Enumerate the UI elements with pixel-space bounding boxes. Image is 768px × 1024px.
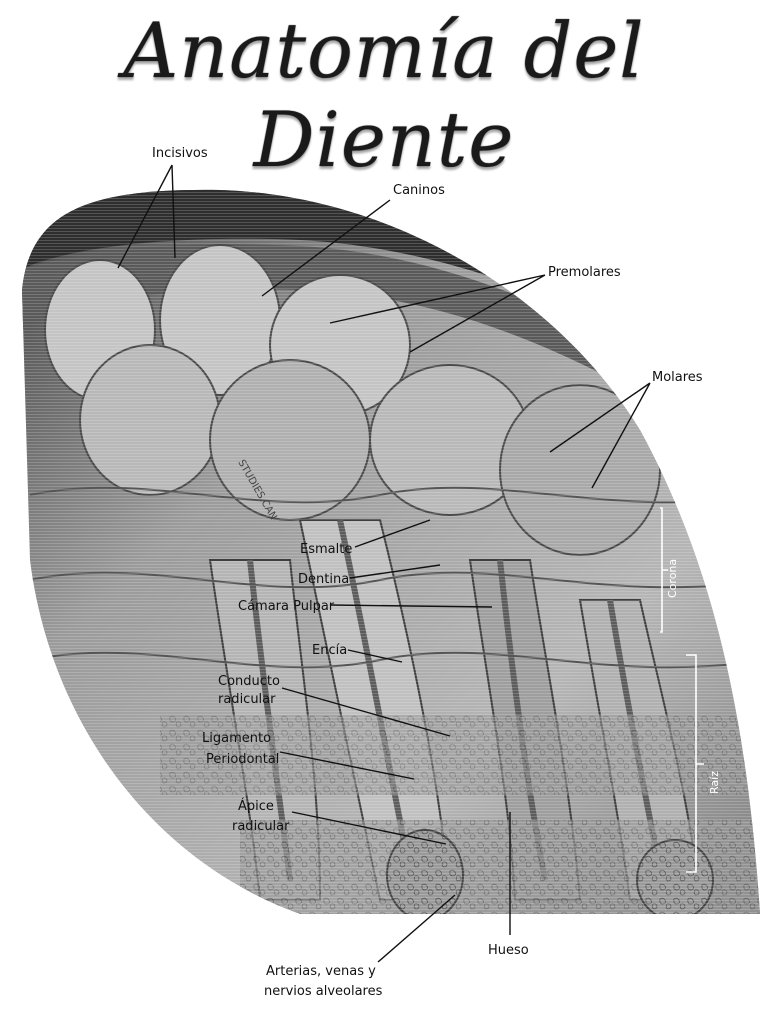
label-molares: Molares [652,370,703,385]
label-apice-1: Ápice [238,798,274,814]
raiz-label: Raíz [708,771,721,794]
label-arterias-2: nervios alveolares [264,984,383,999]
label-arterias-1: Arterias, venas y [266,964,376,979]
corona-label: Corona [666,559,679,598]
leader-lines [117,164,651,963]
label-camara-pulpar: Cámara Pulpar [238,599,335,614]
label-hueso: Hueso [488,943,529,958]
label-ligamento-1: Ligamento [202,731,271,746]
label-caninos: Caninos [393,183,445,198]
label-conducto-1: Conducto [218,674,280,689]
labels: Incisivos Caninos Premolares Molares Esm… [152,146,703,999]
label-ligamento-2: Periodontal [206,752,279,767]
jaw-cross-section [22,189,760,915]
label-esmalte: Esmalte [300,542,352,557]
label-premolares: Premolares [548,265,621,280]
label-conducto-2: radicular [218,692,276,707]
label-incisivos: Incisivos [152,146,208,161]
page-title: Anatomía del Diente [123,6,645,184]
corona-brace: Corona [660,507,679,633]
raiz-brace: Raíz [686,654,721,873]
label-dentina: Dentina [298,572,349,587]
label-encia: Encía [312,643,347,658]
label-apice-2: radicular [232,819,290,834]
